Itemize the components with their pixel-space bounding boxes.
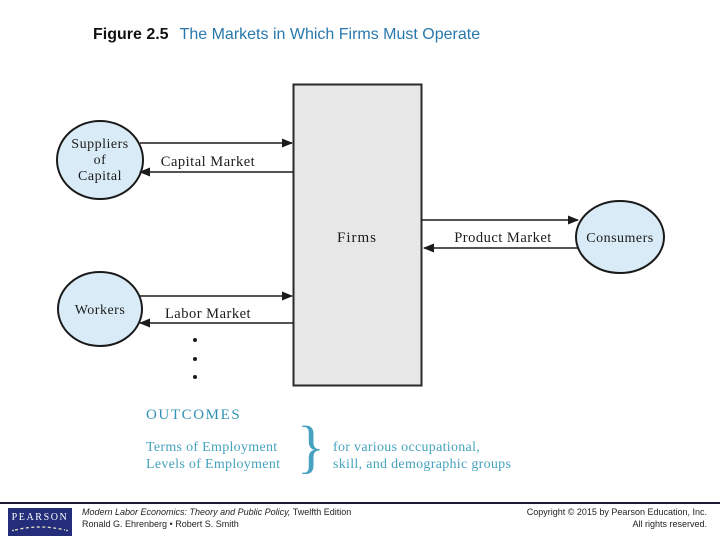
footer-copyright: Copyright © 2015 by Pearson Education, I… <box>527 506 707 530</box>
outcomes-brace: } <box>297 414 325 479</box>
capital-market-label: Capital Market <box>161 154 255 170</box>
outcomes-right-line1: for various occupational, <box>333 440 480 455</box>
book-title: Modern Labor Economics: Theory and Publi… <box>82 507 291 517</box>
copyright-line1: Copyright © 2015 by Pearson Education, I… <box>526 507 707 517</box>
outcomes-right-line2: skill, and demographic groups <box>333 457 511 472</box>
outcomes-left-line1: Terms of Employment <box>146 440 277 455</box>
figure-label: Figure 2.5 <box>93 26 169 43</box>
product-market-label: Product Market <box>454 230 552 246</box>
outcomes-left-line2: Levels of Employment <box>146 457 280 472</box>
pearson-logo-text: PEARSON <box>11 512 69 523</box>
pearson-swoosh-icon <box>12 526 68 532</box>
consumers-ellipse <box>575 200 665 274</box>
outcomes-heading: OUTCOMES <box>146 407 241 423</box>
footer-divider <box>0 502 720 504</box>
vertical-ellipsis-icon <box>193 338 197 379</box>
footer-authors: Ronald G. Ehrenberg • Robert S. Smith <box>82 519 239 529</box>
consumers-label: Consumers <box>586 231 654 246</box>
workers-ellipse <box>57 271 143 347</box>
pearson-logo: PEARSON <box>8 508 72 536</box>
footer-book-info: Modern Labor Economics: Theory and Publi… <box>82 506 351 530</box>
copyright-line2: All rights reserved. <box>632 519 707 529</box>
suppliers-ellipse <box>56 120 144 200</box>
suppliers-label-line2: of <box>94 153 107 168</box>
suppliers-label-line3: Capital <box>78 169 122 184</box>
firms-box <box>292 83 423 387</box>
book-edition: Twelfth Edition <box>290 507 352 517</box>
footer-book-title-line: Modern Labor Economics: Theory and Publi… <box>82 506 351 518</box>
figure-title: The Markets in Which Firms Must Operate <box>179 26 481 43</box>
suppliers-label-line1: Suppliers <box>71 137 128 152</box>
firms-label: Firms <box>337 230 377 246</box>
workers-label: Workers <box>75 303 126 318</box>
labor-market-label: Labor Market <box>165 306 251 322</box>
page-title: Figure 2.5 The Markets in Which Firms Mus… <box>93 26 480 44</box>
